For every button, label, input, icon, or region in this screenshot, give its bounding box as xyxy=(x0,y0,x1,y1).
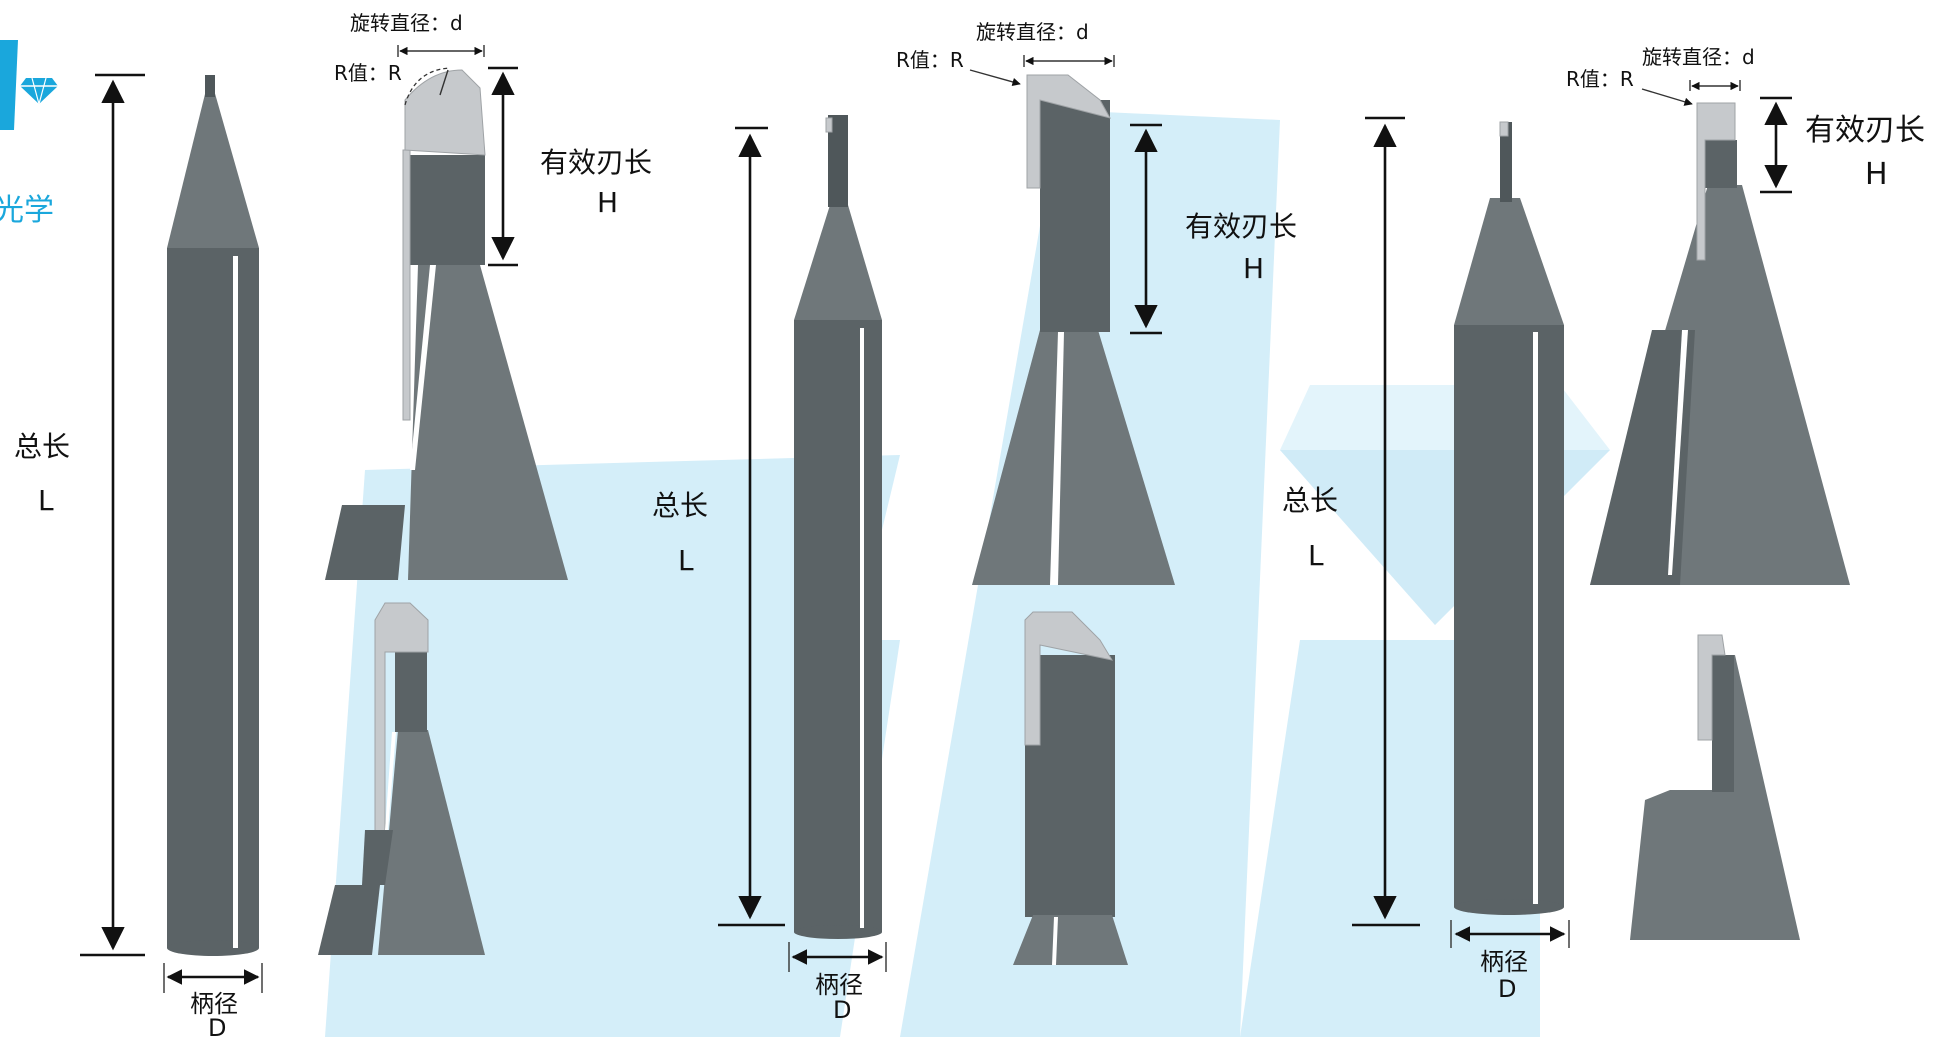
zoom-neck xyxy=(1705,140,1737,188)
shank-label: 柄径 xyxy=(815,971,863,999)
rotation-label: 旋转直径：d xyxy=(1642,45,1755,69)
flute-groove xyxy=(860,328,864,928)
total-length-symbol: L xyxy=(1308,539,1324,572)
zoom2-cone xyxy=(378,730,485,955)
radius-line xyxy=(439,69,449,96)
logo-text: 光学 xyxy=(0,193,54,228)
shank-symbol: D xyxy=(1498,975,1516,1003)
blade-tip xyxy=(404,69,486,156)
tool-3-body xyxy=(1454,121,1564,915)
zoom-flute xyxy=(410,265,436,470)
neck xyxy=(828,115,848,207)
radius-arc xyxy=(404,67,451,106)
r-label: R值：R xyxy=(896,48,964,72)
zoom2-neck xyxy=(395,650,427,732)
tool-3-zoom-bottom xyxy=(1630,634,1800,940)
shank xyxy=(794,320,882,932)
shank-label: 柄径 xyxy=(190,990,238,1018)
zoom2-tip-block xyxy=(362,830,393,885)
shank xyxy=(167,248,259,948)
shank xyxy=(1454,325,1564,907)
zoom-cone xyxy=(972,330,1175,585)
panel-tool-1: 总长 L 柄径 D 旋转直径：d xyxy=(14,11,652,1037)
zoom-neck xyxy=(410,155,485,265)
total-length-symbol: L xyxy=(678,544,694,577)
tool-3-zoom-top xyxy=(1590,102,1850,585)
zoom2-chip xyxy=(318,885,380,955)
zoom-chip xyxy=(325,505,405,580)
flute-groove xyxy=(1533,332,1538,904)
r-pointer-arrow xyxy=(1641,88,1693,106)
edge-label: 有效刃长 xyxy=(1185,210,1297,243)
edge-label: 有效刃长 xyxy=(540,146,652,179)
logo-letter-shape xyxy=(0,40,18,130)
zoom2-base xyxy=(1013,915,1128,965)
tip-blade xyxy=(1499,121,1509,137)
zoom2-blade xyxy=(1024,611,1114,746)
tool-2-zoom-bottom xyxy=(1013,611,1128,965)
tool-2-zoom-top xyxy=(972,74,1175,585)
r-label: R值：R xyxy=(1566,67,1634,91)
edge-symbol: H xyxy=(1865,157,1888,192)
shank-symbol: D xyxy=(208,1014,226,1037)
panel-tool-3: 总长 L 柄径 D 旋转直径：d R值：R 有效刃长 xyxy=(1282,45,1925,1003)
brand-logo: 光学 xyxy=(0,40,58,228)
rotation-label: 旋转直径：d xyxy=(350,11,463,35)
zoom2-flute xyxy=(1052,917,1058,965)
edge-label: 有效刃长 xyxy=(1805,113,1925,148)
diamond-logo-icon xyxy=(20,77,58,107)
rotation-label: 旋转直径：d xyxy=(976,20,1089,44)
tip-blade xyxy=(825,117,833,133)
taper-cone xyxy=(794,205,882,320)
tool-1-zoom-top xyxy=(325,67,568,580)
zoom-flute xyxy=(1050,332,1064,585)
tool-1-zoom-bottom xyxy=(318,602,485,955)
panel-tool-2: 总长 L 柄径 D 旋转直径：d R值：R 有效刃长 H xyxy=(652,20,1297,1024)
r-pointer-arrow xyxy=(969,69,1021,87)
r-label: R值：R xyxy=(334,61,402,85)
zoom2-blade xyxy=(1697,634,1726,741)
total-length-label: 总长 xyxy=(652,489,708,522)
total-length-label: 总长 xyxy=(14,430,70,463)
zoom2-flute xyxy=(385,732,396,830)
total-length-symbol: L xyxy=(38,484,54,517)
edge-symbol: H xyxy=(1243,252,1264,285)
tool-2-body xyxy=(794,115,882,939)
blade-tip xyxy=(1026,74,1112,189)
zoom-neck xyxy=(1040,100,1110,332)
shank-base xyxy=(1454,899,1564,915)
total-length-label: 总长 xyxy=(1282,484,1338,517)
blade-edge xyxy=(402,149,411,421)
zoom2-cone xyxy=(1630,655,1800,940)
shank-base xyxy=(794,925,882,939)
tool-1-body xyxy=(167,75,259,956)
zoom-chip xyxy=(1590,330,1695,585)
edge-symbol: H xyxy=(597,186,618,219)
shank-symbol: D xyxy=(833,996,851,1024)
shank-label: 柄径 xyxy=(1480,948,1528,976)
zoom2-neck xyxy=(1712,655,1734,792)
blade-tip xyxy=(1696,102,1736,261)
tip xyxy=(205,75,215,97)
flute-groove xyxy=(233,256,238,948)
zoom-cone xyxy=(408,265,568,580)
taper-cone xyxy=(167,90,259,248)
shank-base xyxy=(167,940,259,956)
taper-cone xyxy=(1454,198,1564,325)
neck xyxy=(1500,122,1512,202)
zoom-flute xyxy=(1668,330,1688,575)
